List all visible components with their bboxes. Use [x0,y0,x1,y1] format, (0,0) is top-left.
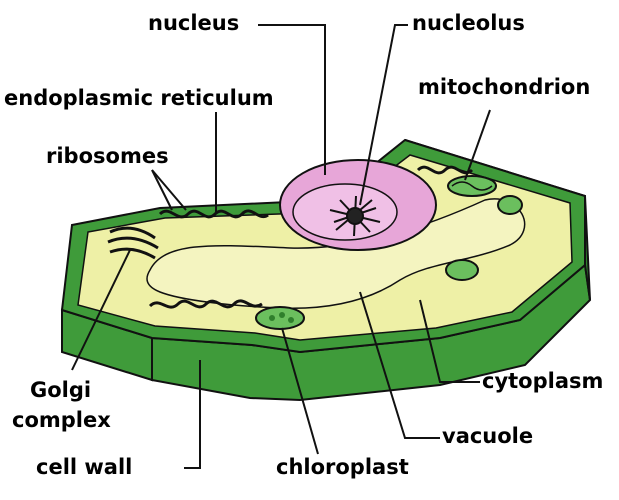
label-complex: complex [12,410,111,431]
label-ribosomes: ribosomes [46,146,169,167]
label-chloroplast: chloroplast [276,457,409,478]
label-mitochondrion: mitochondrion [418,77,590,98]
label-nucleus: nucleus [148,13,239,34]
mitochondrion [448,176,496,196]
label-cytoplasm: cytoplasm [482,371,603,392]
label-cell-wall: cell wall [36,457,132,478]
chloroplast-right [498,196,522,214]
chloroplast-lower-right [446,260,478,280]
nucleus-inner [293,184,397,240]
label-nucleolus: nucleolus [412,13,525,34]
label-endoplasmic-reticulum: endoplasmic reticulum [4,88,274,109]
label-golgi: Golgi [30,380,91,401]
chloroplast-main [256,307,304,329]
label-vacuole: vacuole [442,426,533,447]
